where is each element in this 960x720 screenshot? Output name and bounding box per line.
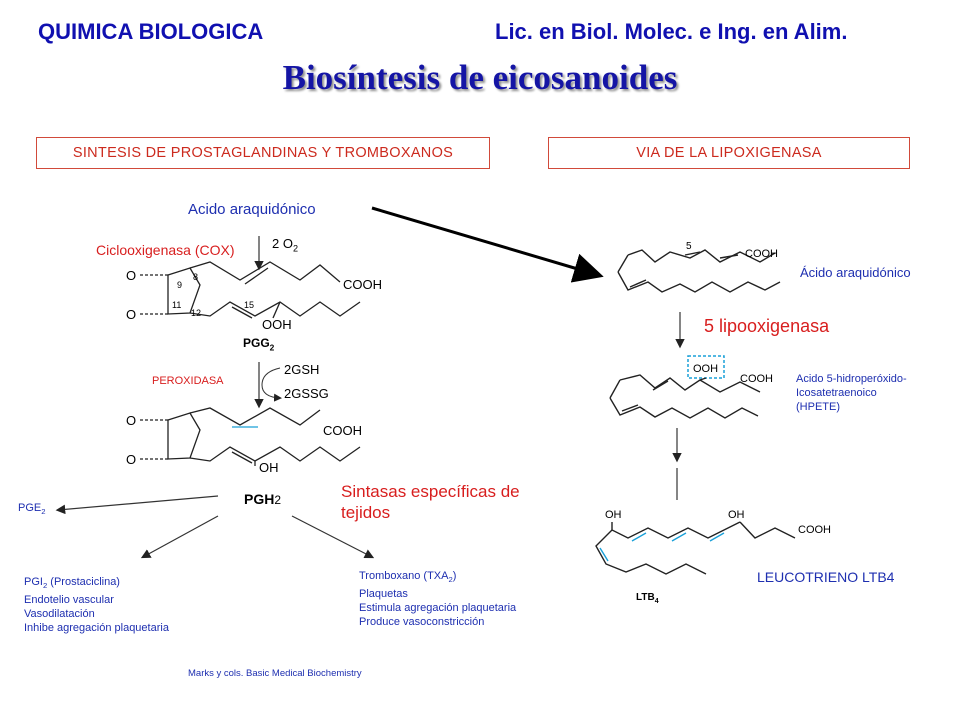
- pge2-label: PGE2: [18, 502, 46, 517]
- txa2-description: Tromboxano (TXA2) Plaquetas Estimula agr…: [359, 569, 516, 629]
- 5-lipoxygenase-label: 5 lipooxigenasa: [704, 316, 830, 336]
- pgg2-label: PGG2: [243, 336, 275, 353]
- lipoxygenase-section-box: VIA DE LA LIPOXIGENASA: [548, 137, 910, 169]
- oxygen-reagent: 2 O2: [272, 236, 299, 254]
- pgg2-structure: [140, 261, 361, 319]
- cox-enzyme-label: Ciclooxigenasa (COX): [96, 242, 235, 258]
- pgh2-oxygen-bottom: O: [126, 452, 136, 467]
- aa-cooh: COOH: [745, 248, 778, 260]
- gsh-curved-arrow: [261, 367, 282, 402]
- ltb4-cooh: COOH: [798, 524, 831, 536]
- pgi2-arrow: [140, 515, 219, 559]
- pge2-arrow: [55, 495, 219, 515]
- ltb4-double-bonds: [599, 532, 725, 562]
- hpete-line: Acido 5-hidroperóxido-: [796, 373, 907, 385]
- pgg2-oxygen-bottom: O: [126, 307, 136, 322]
- pgg2-ooh: OOH: [262, 317, 292, 332]
- carbon-label-8: 8: [193, 272, 198, 282]
- hpete-structure: [609, 374, 761, 419]
- pgi2-title: PGI2 (Prostaciclina): [24, 576, 120, 591]
- pgh2-oh: OH: [259, 460, 279, 475]
- hpete-cooh: COOH: [740, 373, 773, 385]
- ltb4-structure: [595, 521, 796, 575]
- txa2-line: Estimula agregación plaquetaria: [359, 602, 517, 615]
- pgg2-oxygen-top: O: [126, 268, 136, 283]
- arachidonic-acid-label-left: Acido araquidónico: [188, 201, 316, 218]
- txa2-line: Plaquetas: [359, 588, 408, 601]
- course-title: QUIMICA BIOLOGICA: [38, 19, 264, 44]
- carbon-label-11: 11: [172, 300, 181, 310]
- carbon-label-15: 15: [244, 300, 254, 310]
- txa2-arrow: [291, 515, 375, 559]
- ltb4-product-label: LEUCOTRIENO LTB4: [757, 569, 895, 585]
- carbon-label-5: 5: [686, 241, 692, 252]
- txa2-line: Produce vasoconstricción: [359, 616, 485, 629]
- pathway-branch-arrow: [371, 206, 604, 283]
- pgi2-line: Endotelio vascular: [24, 594, 114, 607]
- hpete-label: Acido 5-hidroperóxido- Icosatetraenoico …: [796, 372, 907, 414]
- pgi2-description: PGI2 (Prostaciclina) Endotelio vascular …: [24, 575, 169, 635]
- pgg2-cooh: COOH: [343, 277, 382, 292]
- ltb4-oh-left: OH: [605, 509, 622, 521]
- peroxidase-label: PEROXIDASA: [152, 375, 224, 387]
- gssg-product: 2GSSG: [284, 386, 329, 401]
- txa2-title: Tromboxano (TXA2): [359, 570, 457, 585]
- arachidonic-acid-structure: [617, 249, 781, 293]
- pgh2-label: PGH2: [244, 491, 282, 507]
- pgi2-line: Inhibe agregación plaquetaria: [24, 622, 169, 635]
- page-title: Biosíntesis de eicosanoides: [282, 58, 678, 97]
- gsh-reagent: 2GSH: [284, 362, 320, 377]
- pgh2-oxygen-top: O: [126, 413, 136, 428]
- course-subtitle: Lic. en Biol. Molec. e Ing. en Alim.: [495, 19, 848, 44]
- hpete-line: Icosatetraenoico: [796, 387, 877, 399]
- carbon-label-12: 12: [191, 308, 201, 318]
- pgh2-structure: [140, 407, 361, 466]
- pgi2-line: Vasodilatación: [24, 608, 95, 621]
- pgh2-cooh: COOH: [323, 423, 362, 438]
- source-citation: Marks y cols. Basic Medical Biochemistry: [188, 668, 362, 679]
- hpete-line: (HPETE): [796, 401, 840, 413]
- ltb4-structure-label: LTB4: [636, 592, 659, 605]
- hpete-ooh: OOH: [693, 363, 718, 375]
- arachidonic-acid-label-right: Ácido araquidónico: [800, 265, 911, 280]
- carbon-label-9: 9: [177, 280, 182, 290]
- prostaglandin-section-box: SINTESIS DE PROSTAGLANDINAS Y TROMBOXANO…: [36, 137, 490, 169]
- ltb4-oh-right: OH: [728, 509, 745, 521]
